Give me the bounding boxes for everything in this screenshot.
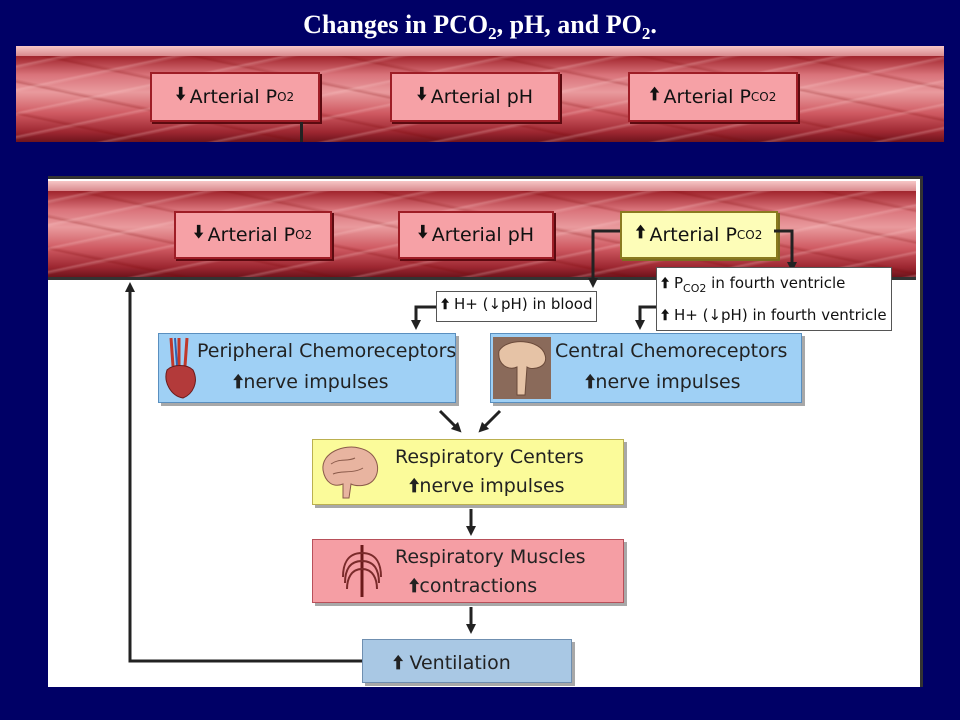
peripheral-chemoreceptors-box: Peripheral Chemoreceptors 🠩nerve impulse… — [158, 333, 456, 403]
down-arrow-icon: 🠫 — [175, 84, 186, 105]
centers-title: Respiratory Centers — [395, 446, 584, 468]
brain-icon — [322, 446, 379, 499]
up-arrow-icon: 🠩 — [661, 306, 670, 324]
feedback-loop-arrow — [125, 282, 362, 663]
top-label-arterial-ph: 🠫Arterial pH — [390, 72, 560, 122]
central-to-centers-arrow — [478, 409, 502, 433]
ventricle-line1-rest: in fourth ventricle — [706, 274, 846, 292]
slide-title: Changes in PCO2, pH, and PO2. — [0, 10, 960, 44]
up-arrow-icon: 🠩 — [661, 274, 670, 292]
muscles-subline: 🠩contractions — [409, 572, 537, 604]
central-subline: 🠩nerve impulses — [585, 368, 741, 400]
label-sub: O2 — [277, 90, 295, 104]
title-sub-2: 2 — [641, 24, 651, 44]
label-text: Arterial P — [207, 224, 296, 246]
up-arrow-icon: 🠩 — [409, 475, 420, 497]
ventricle-to-central-arrow — [635, 305, 656, 330]
label-text: Arterial P — [649, 224, 737, 246]
up-arrow-icon: 🠩 — [635, 222, 646, 243]
title-sub-1: 2 — [488, 24, 497, 44]
title-end: . — [650, 10, 657, 39]
ribcage-icon — [342, 545, 382, 597]
up-arrow-icon: 🠩 — [233, 371, 244, 393]
ventricle-note-line-2: 🠩 H+ (↓pH) in fourth ventricle — [661, 302, 887, 328]
label-sub: CO2 — [750, 90, 777, 104]
pco2-to-ventricle-arrow — [774, 229, 797, 272]
band-tick — [300, 122, 303, 142]
up-arrow-icon: 🠩 — [409, 575, 420, 597]
label-text: Arterial pH — [431, 224, 535, 246]
pco2-to-blood-arrow — [588, 229, 620, 288]
label-sub: CO2 — [736, 228, 763, 242]
band-rim — [48, 181, 916, 191]
ventilation-box: 🠩 Ventilation — [362, 639, 572, 683]
down-arrow-icon: 🠫 — [417, 222, 428, 243]
label-text: Arterial P — [189, 86, 278, 108]
label-text: Arterial pH — [430, 86, 534, 108]
ventilation-line: 🠩 Ventilation — [393, 649, 511, 681]
central-sub-text: nerve impulses — [595, 371, 741, 393]
peripheral-subline: 🠩nerve impulses — [233, 368, 389, 400]
down-arrow-icon: 🠫 — [416, 84, 427, 105]
up-arrow-icon: 🠩 — [649, 84, 660, 105]
label-text: Arterial P — [663, 86, 751, 108]
ventricle-note-line-1: 🠩 PCO2 in fourth ventricle — [661, 270, 887, 302]
respiratory-muscles-box: Respiratory Muscles 🠩contractions — [312, 539, 624, 603]
up-arrow-icon: 🠩 — [441, 295, 450, 313]
central-chemoreceptors-box: Central Chemoreceptors 🠩nerve impulses — [490, 333, 802, 403]
centers-sub-text: nerve impulses — [419, 475, 565, 497]
connector-arrows — [125, 229, 797, 663]
blood-note-text: H+ (↓pH) in blood — [454, 295, 593, 313]
ventricle-line1-p: P — [674, 274, 684, 292]
ventricle-note: 🠩 PCO2 in fourth ventricle 🠩 H+ (↓pH) in… — [656, 267, 892, 331]
muscles-title: Respiratory Muscles — [395, 546, 586, 568]
centers-subline: 🠩nerve impulses — [409, 472, 565, 504]
title-mid: , pH, and PO — [496, 10, 642, 39]
respiratory-centers-box: Respiratory Centers 🠩nerve impulses — [312, 439, 624, 505]
muscles-sub-text: contractions — [419, 575, 538, 597]
central-title: Central Chemoreceptors — [555, 340, 788, 362]
up-arrow-icon: 🠩 — [585, 371, 596, 393]
ventilation-text: Ventilation — [409, 652, 511, 674]
peripheral-sub-text: nerve impulses — [243, 371, 389, 393]
band-rim — [16, 46, 944, 56]
peripheral-title: Peripheral Chemoreceptors — [197, 340, 457, 362]
brainstem-icon — [493, 337, 551, 399]
peripheral-to-centers-arrow — [438, 409, 462, 433]
ventricle-line1-sub: CO2 — [683, 282, 707, 295]
blood-note: 🠩 H+ (↓pH) in blood — [436, 291, 598, 322]
label-sub: O2 — [295, 228, 313, 242]
ventricle-line2-text: H+ (↓pH) in fourth ventricle — [674, 306, 887, 324]
blood-to-peripheral-arrow — [411, 305, 436, 330]
diagram-label-arterial-ph: 🠫Arterial pH — [398, 211, 554, 259]
heart-vessels-icon — [165, 337, 196, 399]
down-arrow-icon: 🠫 — [193, 222, 204, 243]
up-arrow-icon: 🠩 — [393, 652, 404, 674]
title-text: Changes in PCO — [303, 10, 489, 39]
